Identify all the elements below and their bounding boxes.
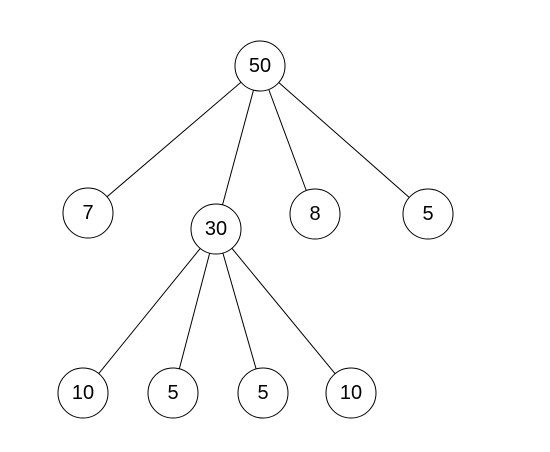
tree-node: 5 (237, 367, 289, 419)
edge-30-10-left (82, 228, 217, 394)
node-label: 10 (72, 382, 94, 404)
node-circle (190, 203, 242, 255)
node-circle (237, 367, 289, 419)
node-label: 50 (249, 55, 271, 77)
tree-edges (82, 65, 429, 394)
edge-50-8 (259, 65, 316, 215)
node-label: 7 (82, 202, 93, 224)
edge-30-5-right (215, 228, 264, 394)
edge-30-5-left (172, 228, 217, 394)
edge-50-7 (87, 65, 261, 214)
node-label: 5 (422, 203, 433, 225)
node-label: 5 (257, 382, 268, 404)
node-circle (57, 367, 109, 419)
tree-node: 5 (402, 188, 454, 240)
node-circle (289, 188, 341, 240)
tree-node: 8 (289, 188, 341, 240)
edge-30-10-right (215, 228, 352, 394)
edge-50-30 (215, 65, 261, 230)
tree-node: 10 (325, 367, 377, 419)
node-circle (325, 367, 377, 419)
node-circle (234, 40, 286, 92)
node-label: 10 (340, 382, 362, 404)
tree-node: 10 (57, 367, 109, 419)
edge-50-5 (259, 65, 429, 215)
tree-node: 30 (190, 203, 242, 255)
tree-node: 5 (147, 367, 199, 419)
node-circle (62, 187, 114, 239)
node-label: 8 (309, 203, 320, 225)
node-label: 30 (205, 218, 227, 240)
node-label: 5 (167, 382, 178, 404)
tree-nodes: 50 7 30 8 5 10 5 5 (57, 40, 454, 419)
node-circle (402, 188, 454, 240)
node-circle (147, 367, 199, 419)
tree-node: 7 (62, 187, 114, 239)
tree-node: 50 (234, 40, 286, 92)
